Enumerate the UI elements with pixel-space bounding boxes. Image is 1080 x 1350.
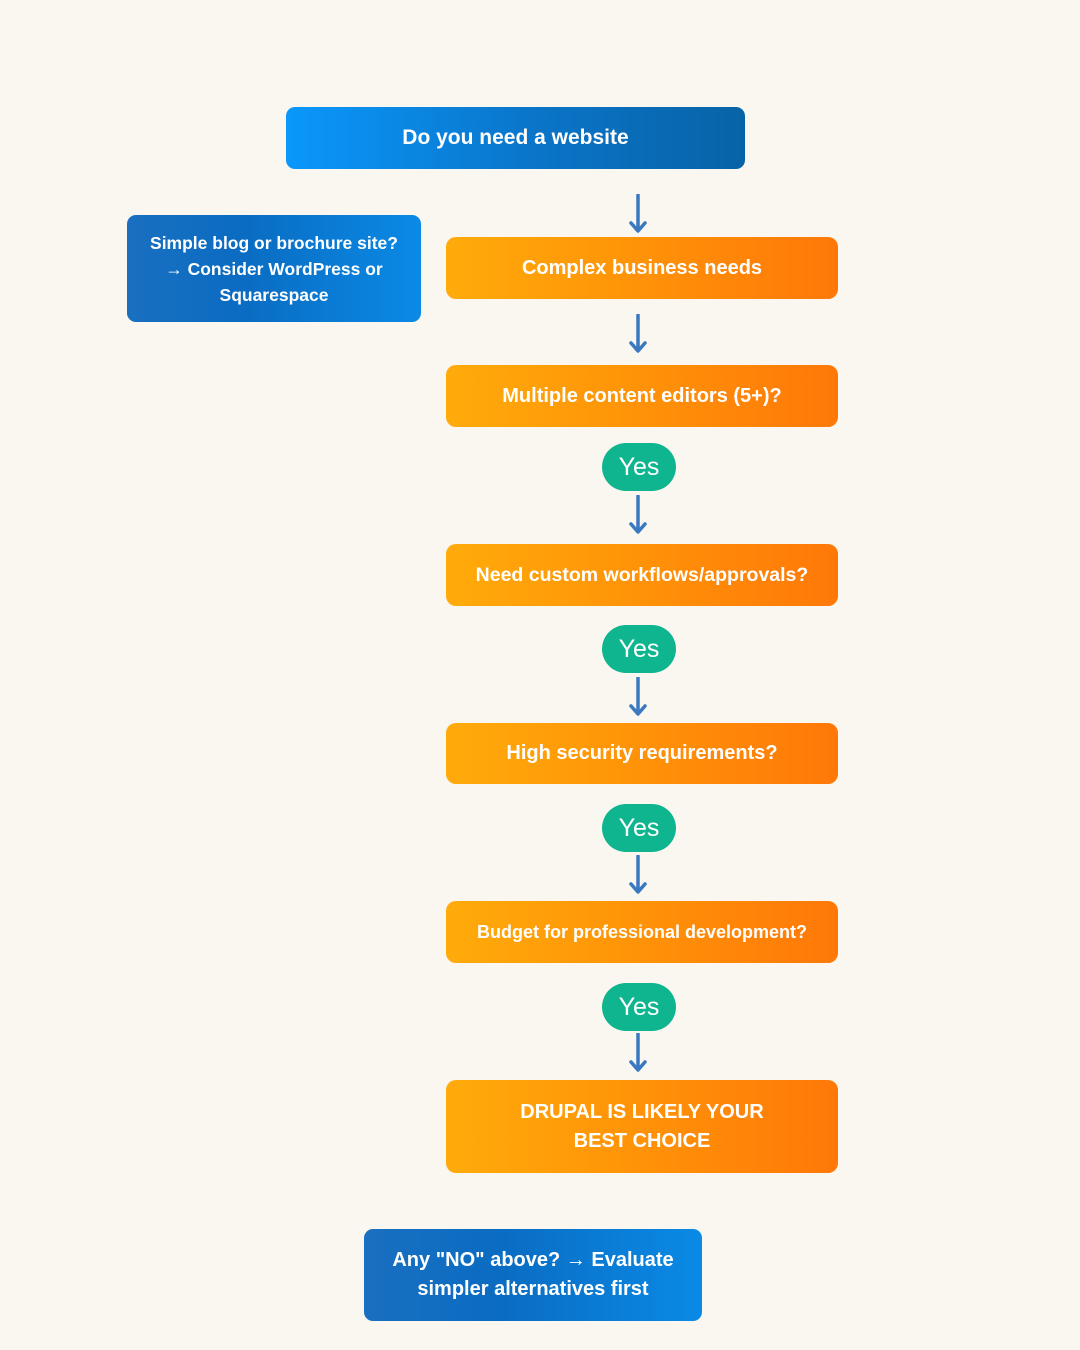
- arrow-down-icon: [629, 194, 647, 233]
- workflows-label: Need custom workflows/approvals?: [475, 563, 809, 586]
- result-node: DRUPAL IS LIKELY YOUR BEST CHOICE: [446, 1080, 838, 1173]
- budget-node: Budget for professional development?: [446, 901, 838, 963]
- yes-label: Yes: [618, 634, 660, 663]
- result-label: DRUPAL IS LIKELY YOUR BEST CHOICE: [520, 1100, 764, 1152]
- yes-badge: Yes: [602, 804, 676, 852]
- start-node-label: Do you need a website: [402, 126, 629, 149]
- complex-needs-label: Complex business needs: [521, 256, 763, 279]
- arrow-down-icon: [629, 1033, 647, 1072]
- editors-label: Multiple content editors (5+)?: [502, 384, 782, 407]
- yes-label: Yes: [618, 813, 660, 842]
- security-node: High security requirements?: [446, 723, 838, 784]
- side-note-node: Simple blog or brochure site? → Consider…: [127, 215, 421, 322]
- editors-node: Multiple content editors (5+)?: [446, 365, 838, 427]
- arrow-down-icon: [629, 677, 647, 716]
- yes-label: Yes: [618, 452, 660, 481]
- budget-label: Budget for professional development?: [476, 921, 808, 942]
- yes-label: Yes: [618, 992, 660, 1021]
- footer-note-node: Any "NO" above? → Evaluate simpler alter…: [364, 1229, 702, 1321]
- footer-note-label: Any "NO" above? → Evaluate simpler alter…: [392, 1249, 674, 1300]
- arrow-down-icon: [629, 855, 647, 894]
- side-note-label: Simple blog or brochure site? → Consider…: [150, 232, 398, 305]
- yes-badge: Yes: [602, 983, 676, 1031]
- arrow-down-icon: [629, 495, 647, 534]
- security-label: High security requirements?: [506, 742, 778, 764]
- workflows-node: Need custom workflows/approvals?: [446, 544, 838, 606]
- complex-needs-node: Complex business needs: [446, 237, 838, 299]
- yes-badge: Yes: [602, 443, 676, 491]
- arrow-down-icon: [629, 314, 647, 353]
- yes-badge: Yes: [602, 625, 676, 673]
- start-node: Do you need a website: [286, 107, 745, 169]
